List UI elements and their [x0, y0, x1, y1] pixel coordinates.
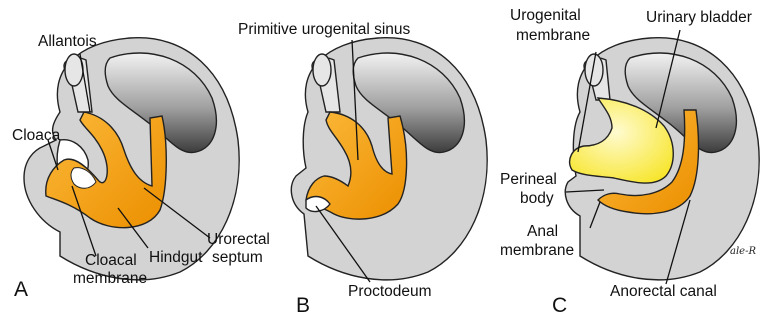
panel-letter-c: C: [552, 294, 567, 317]
panel-letter-b: B: [296, 294, 310, 317]
panel-letter-a: A: [14, 278, 28, 301]
panel-b: Primitive urogenital sinus Proctodeum B: [238, 21, 487, 317]
label-perineal-body-2: body: [520, 190, 554, 207]
label-proctodeum: Proctodeum: [348, 283, 432, 300]
label-perineal-body-1: Perineal: [500, 171, 557, 188]
label-primitive-urogenital-sinus: Primitive urogenital sinus: [238, 21, 411, 38]
label-urogenital-membrane-1: Urogenital: [510, 7, 581, 24]
label-cloaca: Cloaca: [12, 127, 61, 144]
label-urorectal-septum-1: Urorectal: [207, 231, 270, 248]
label-urinary-bladder: Urinary bladder: [646, 9, 752, 26]
label-hindgut: Hindgut: [149, 249, 203, 266]
panel-c: Urogenital membrane Urinary bladder Peri…: [500, 7, 759, 317]
label-anorectal-canal: Anorectal canal: [610, 283, 717, 300]
label-anal-membrane-2: membrane: [500, 242, 574, 259]
panel-a: Allantois Cloaca Cloacal membrane Hindgu…: [12, 33, 270, 301]
label-cloacal-membrane-2: membrane: [73, 270, 147, 287]
label-anal-membrane-1: Anal: [527, 223, 558, 240]
label-cloacal-membrane-1: Cloacal: [85, 252, 137, 269]
label-allantois: Allantois: [38, 33, 97, 50]
label-urorectal-septum-2: septum: [212, 249, 263, 266]
allantois-opening-c: [585, 54, 603, 86]
allantois-opening-b: [313, 54, 331, 86]
label-urogenital-membrane-2: membrane: [516, 27, 590, 44]
artist-signature: ale-R: [730, 246, 756, 257]
